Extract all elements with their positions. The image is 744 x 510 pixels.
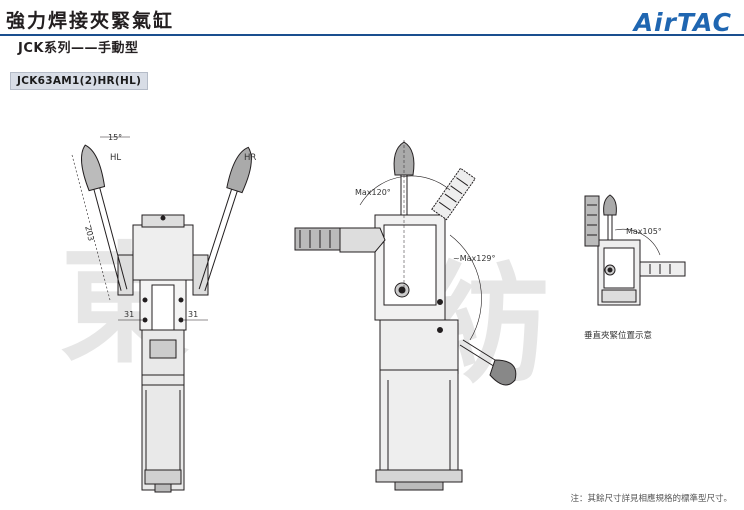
side-view [294,140,517,491]
dim-angle-15: 15° [108,133,122,142]
header-rule [0,34,744,36]
front-view [71,136,252,493]
dim-length-203: 203 [83,225,95,242]
label-hl: HL [110,153,121,163]
page-title: 強力焊接夾緊氣缸 [6,10,175,32]
model-tag: JCK63AM1(2)HR(HL) [10,72,149,90]
page-subtitle: JCK系列——手動型 [18,41,139,56]
dim-max120: Max120° [355,188,391,197]
label-hr: HR [244,153,256,163]
dim-max129: ~Max129° [453,254,496,263]
dim-width-right: 31 [188,310,198,319]
footnote: 注：其餘尺寸詳見相應規格的標準型尺寸。 [570,494,732,504]
vertical-clamp-view [584,194,686,306]
brand-logo: AirTAC [633,8,732,37]
caption-vertical-clamp: 垂直夾緊位置示意 [584,330,652,341]
dim-max105: Max105° [626,227,662,236]
dim-width-left: 31 [124,310,134,319]
